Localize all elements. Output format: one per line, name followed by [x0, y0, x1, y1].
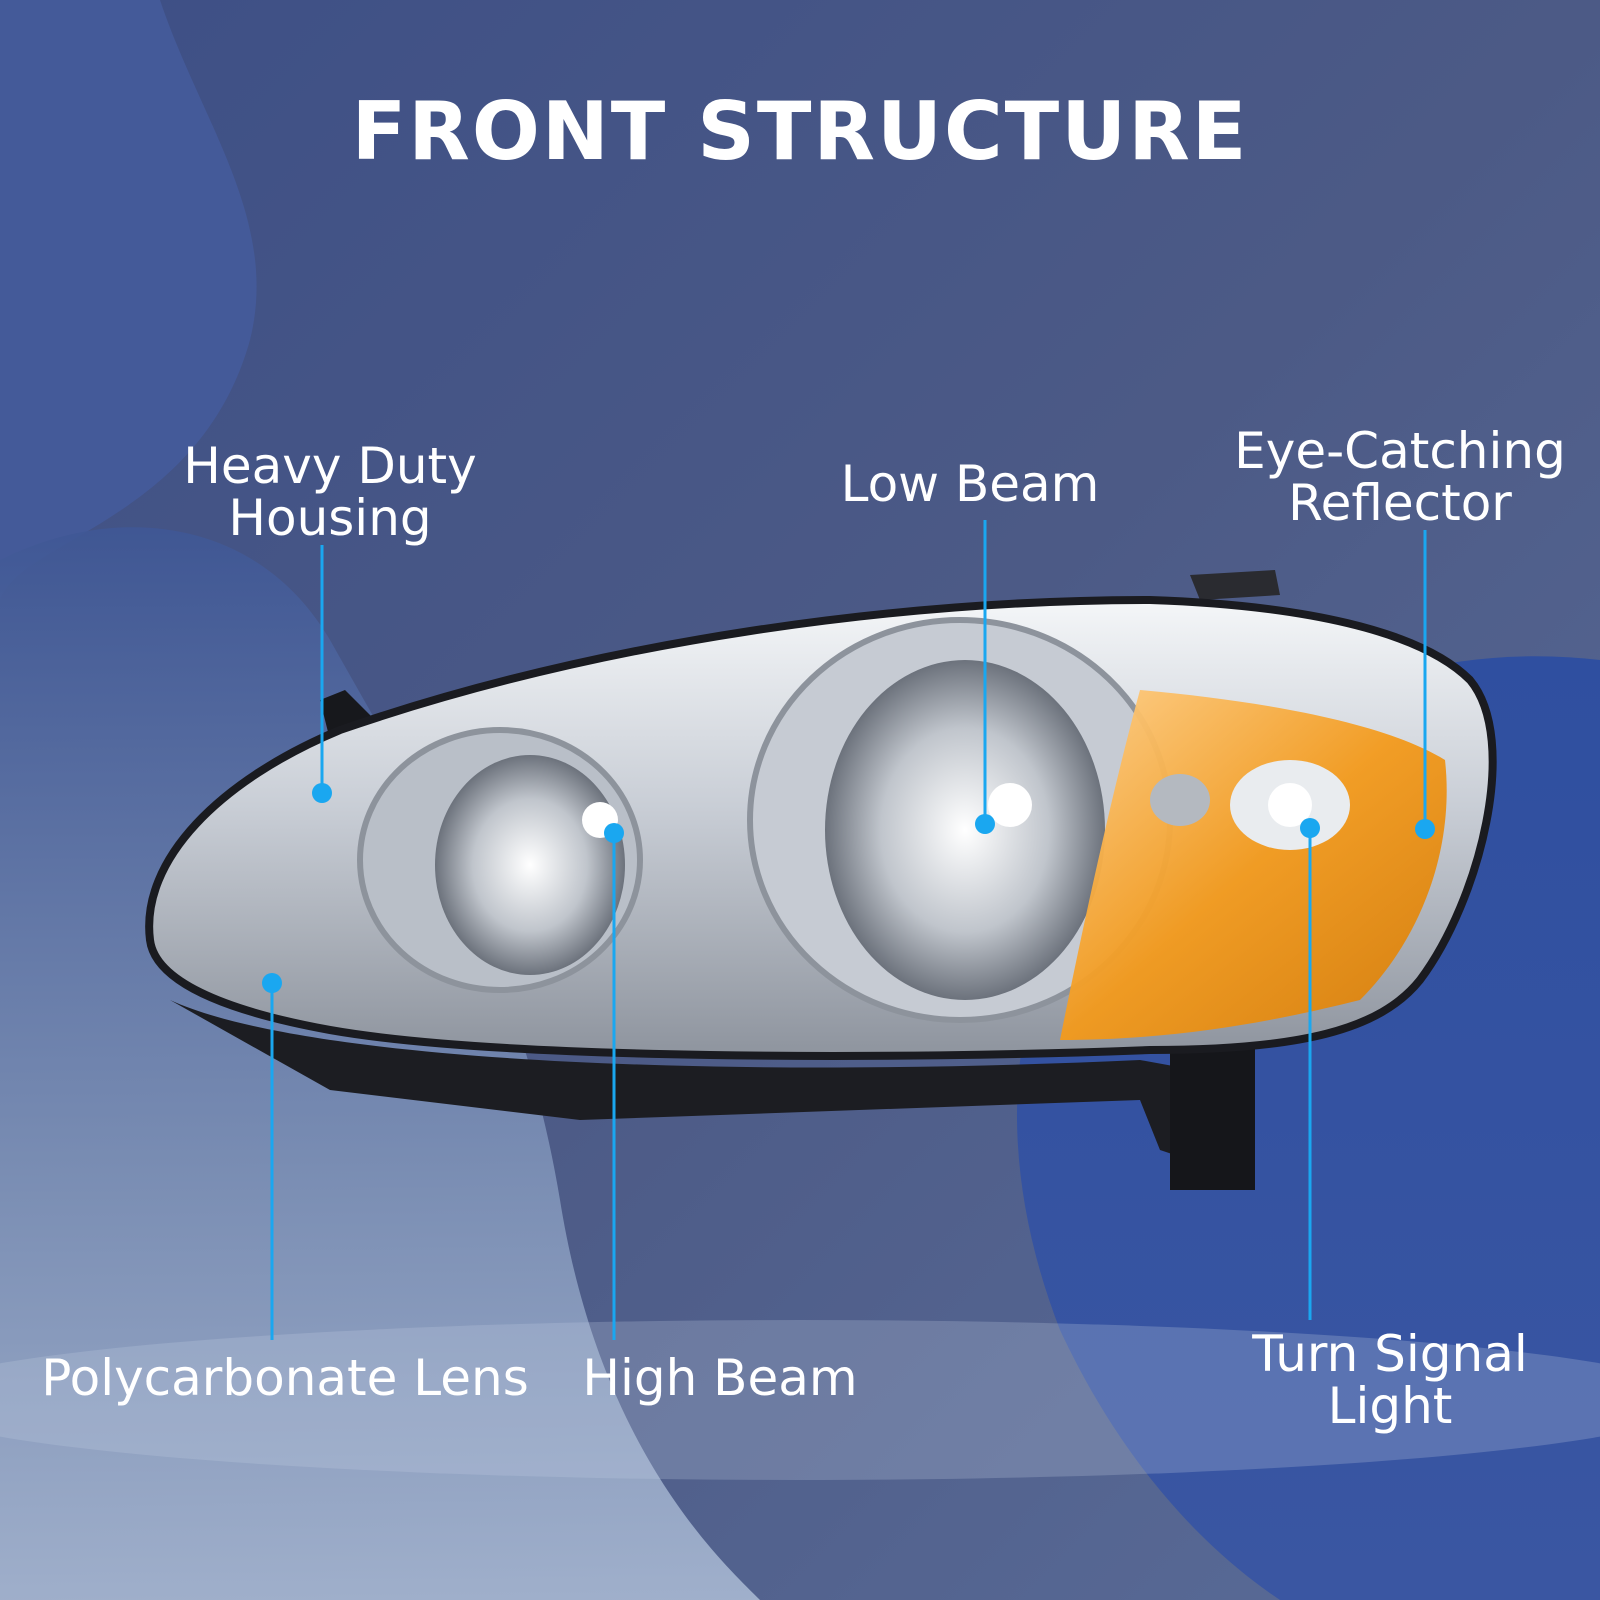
- callout-turn-signal-line2: Light: [1327, 1377, 1453, 1435]
- callout-lens-line1: Polycarbonate Lens: [41, 1349, 529, 1407]
- callout-housing-line1: Heavy Duty: [183, 437, 477, 495]
- callout-high-beam-line1: High Beam: [582, 1349, 858, 1407]
- mounting-bracket: [1170, 1030, 1255, 1190]
- housing-frame: [170, 1000, 1250, 1180]
- callout-housing: Heavy Duty Housing: [180, 440, 480, 544]
- high-beam-dot: [604, 823, 624, 843]
- lens-dot: [262, 973, 282, 993]
- page-title: FRONT STRUCTURE: [351, 85, 1249, 178]
- callout-lens: Polycarbonate Lens: [40, 1352, 530, 1404]
- callout-reflector-line2: Reflector: [1288, 474, 1512, 532]
- low-beam-dot: [975, 814, 995, 834]
- low-beam-bulb: [988, 783, 1032, 827]
- callout-low-beam-line1: Low Beam: [840, 455, 1100, 513]
- callout-high-beam: High Beam: [575, 1352, 865, 1404]
- amber-reflector: [1060, 690, 1447, 1040]
- callout-reflector: Eye-Catching Reflector: [1225, 425, 1575, 529]
- turn-signal-bulb: [1268, 783, 1312, 827]
- callout-reflector-line1: Eye-Catching: [1234, 422, 1566, 480]
- rear-clip: [1190, 570, 1280, 600]
- callout-turn-signal: Turn Signal Light: [1220, 1328, 1560, 1432]
- turn-dot: [1300, 818, 1320, 838]
- housing-dot: [312, 783, 332, 803]
- callout-low-beam: Low Beam: [800, 458, 1140, 510]
- amber-socket: [1150, 774, 1210, 826]
- high-beam-reflector: [435, 755, 625, 975]
- callout-turn-signal-line1: Turn Signal: [1252, 1325, 1528, 1383]
- callout-housing-line2: Housing: [228, 489, 432, 547]
- reflector-dot: [1415, 819, 1435, 839]
- low-beam-reflector: [825, 660, 1105, 1000]
